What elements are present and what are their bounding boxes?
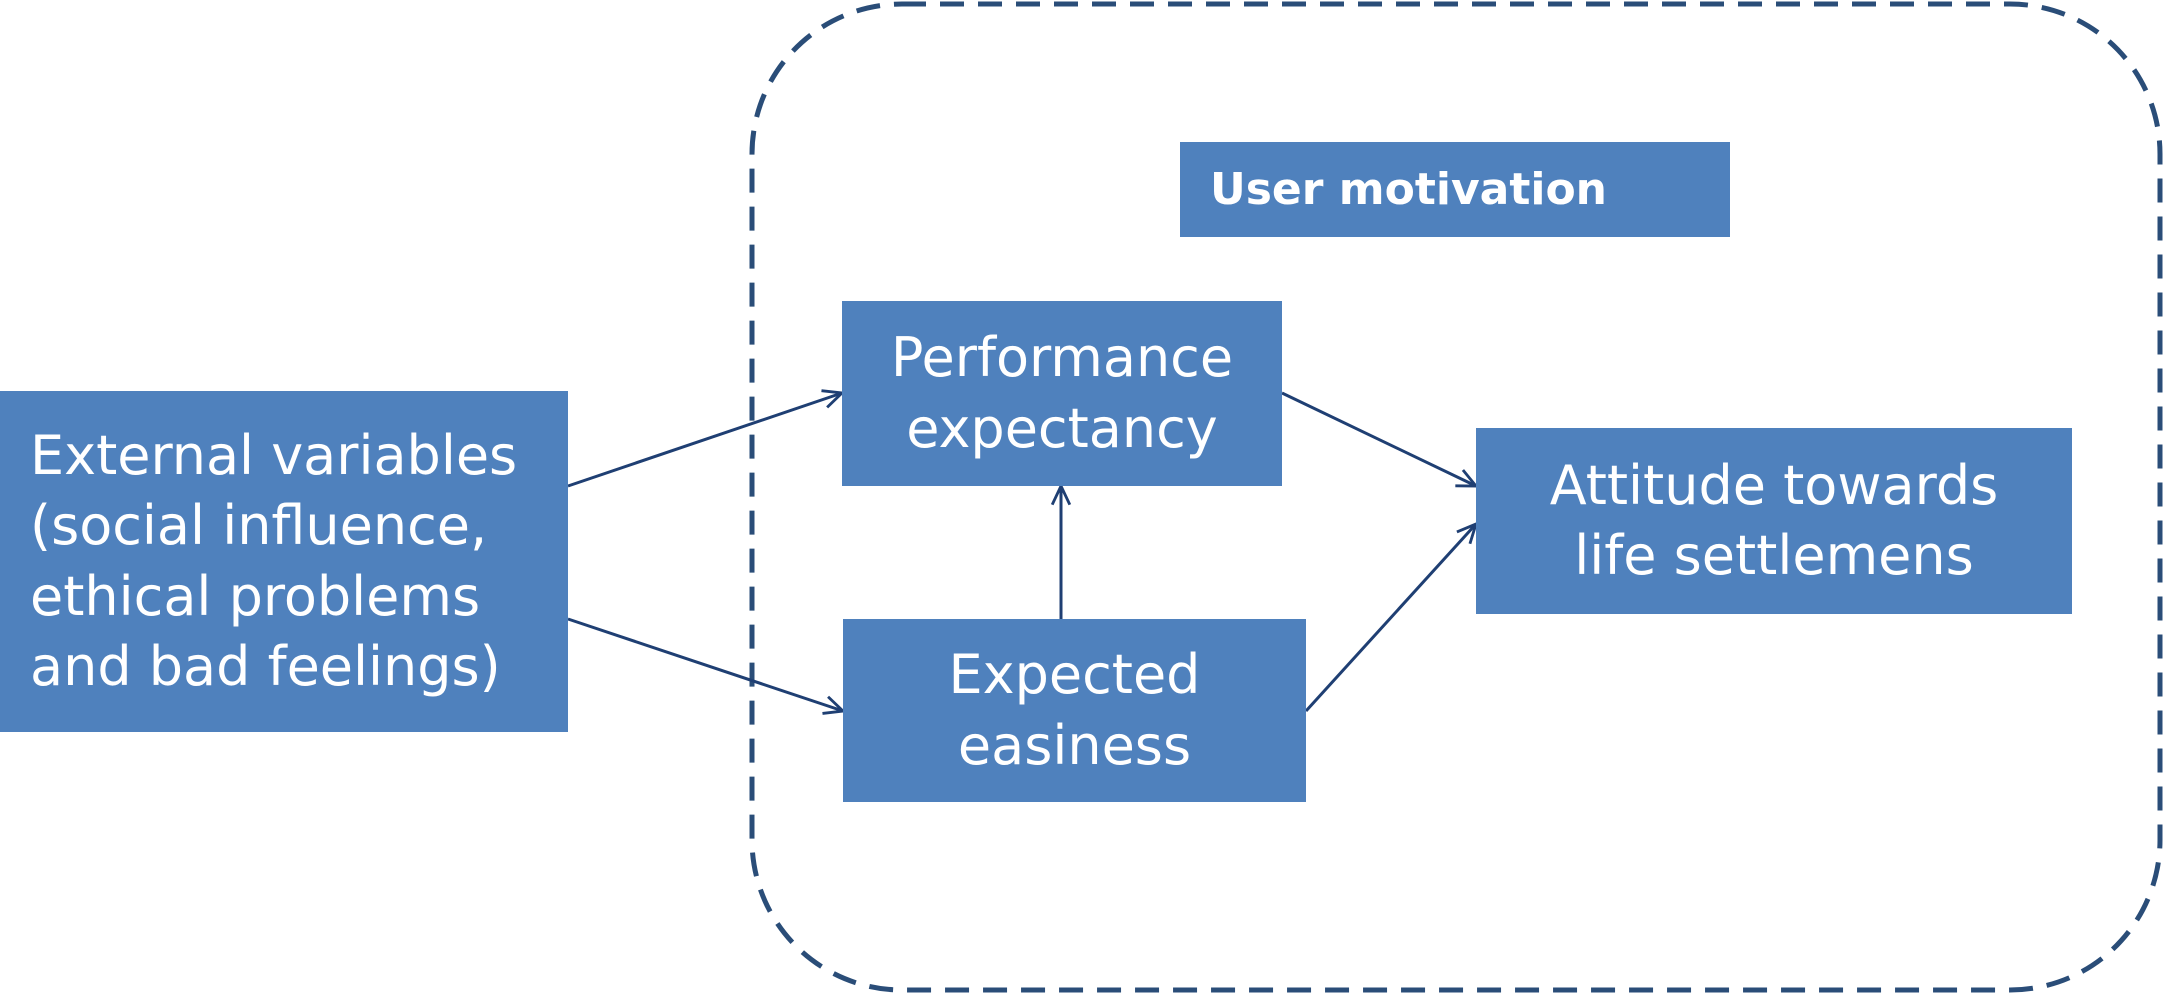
node-text-line: expectancy [906,396,1218,460]
user-motivation-label: User motivation [1210,163,1608,215]
node-text-line: Performance [890,326,1234,390]
node-text-line: External variables [30,424,518,488]
node-external-variables: External variables (social influence, et… [0,391,568,732]
node-attitude-towards-life-settlements: Attitude towards life settlemens [1476,428,2072,614]
node-performance-expectancy: Performance expectancy [842,301,1282,486]
edge-performance-to-attitude [1281,391,1476,486]
node-text-line: Attitude towards [1549,453,1999,517]
edge-external-to-performance [567,393,842,488]
edge-external-to-expected [567,617,843,711]
node-text-line: ethical problems [30,564,481,628]
node-expected-easiness: Expected easiness [843,619,1306,802]
node-text-line: easiness [957,713,1192,777]
node-text-line: and bad feelings) [30,634,501,698]
node-text-line: life settlemens [1574,524,1974,587]
edge-expected-to-attitude [1304,524,1476,713]
user-motivation-label-box: User motivation [1180,142,1730,237]
node-text-line: Expected [948,643,1201,707]
node-text-line: (social influence, [30,494,488,558]
user-motivation-group-border [749,1,2163,993]
